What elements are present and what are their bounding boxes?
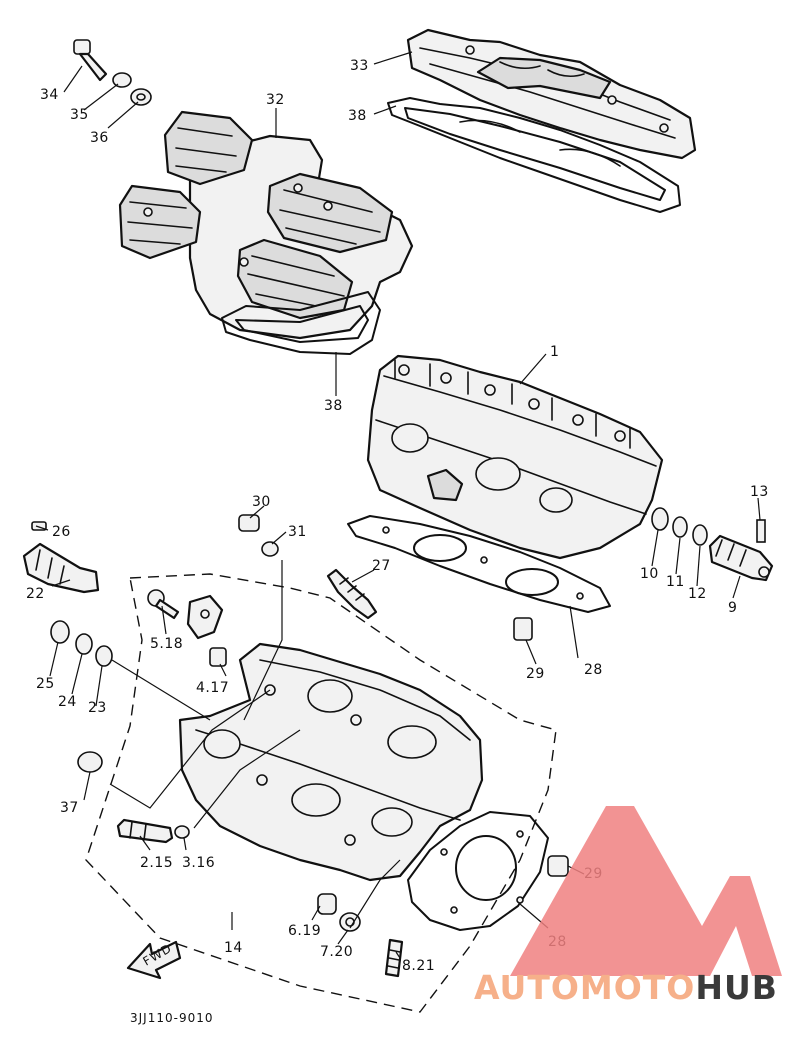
cam-sensor-9 bbox=[708, 534, 774, 582]
label-1: 1 bbox=[550, 344, 559, 360]
label-11: 11 bbox=[666, 574, 685, 590]
cylinder-head-cover-32 bbox=[118, 110, 414, 340]
label-36: 36 bbox=[90, 130, 109, 146]
label-2-15: 2.15 bbox=[140, 855, 173, 871]
label-30: 30 bbox=[252, 494, 271, 510]
label-32: 32 bbox=[266, 92, 285, 108]
cylinder-head-14 bbox=[178, 642, 484, 882]
label-35: 35 bbox=[70, 107, 89, 123]
logo-word-auto-moto: AUTOMOTO bbox=[474, 968, 696, 1007]
label-4-17: 4.17 bbox=[196, 680, 229, 696]
head-gasket-28-upper bbox=[347, 515, 611, 613]
label-9: 9 bbox=[728, 600, 737, 616]
label-33: 33 bbox=[350, 58, 369, 74]
label-8-21: 8.21 bbox=[402, 958, 435, 974]
label-28-upper: 28 bbox=[584, 662, 603, 678]
cap-37 bbox=[77, 751, 103, 773]
forward-arrow-icon: FWD bbox=[126, 940, 182, 980]
valve-guide-2-15 bbox=[116, 818, 174, 844]
plug-6-19 bbox=[317, 893, 337, 915]
gasket-38-upper bbox=[387, 97, 681, 213]
label-38-lower: 38 bbox=[324, 398, 343, 414]
label-5-18: 5.18 bbox=[150, 636, 183, 652]
label-7-20: 7.20 bbox=[320, 944, 353, 960]
label-29-upper: 29 bbox=[526, 666, 545, 682]
dowel-29-upper bbox=[513, 617, 533, 641]
washer-35 bbox=[112, 72, 132, 88]
bolt-5-18 bbox=[147, 589, 180, 620]
bracket-5-18 bbox=[186, 594, 224, 640]
washer-31 bbox=[261, 541, 279, 557]
label-13: 13 bbox=[750, 484, 769, 500]
pin-13 bbox=[756, 519, 766, 543]
label-31: 31 bbox=[288, 524, 307, 540]
label-14: 14 bbox=[224, 940, 243, 956]
bolt-34 bbox=[73, 39, 108, 82]
stud-8-21 bbox=[384, 938, 404, 978]
label-23: 23 bbox=[88, 700, 107, 716]
automotohub-logo bbox=[510, 806, 782, 976]
washer-36 bbox=[130, 88, 152, 106]
logo-wordmark: AUTOMOTOHUB bbox=[474, 968, 778, 1007]
gasket-38-lower bbox=[221, 291, 381, 355]
logo-word-hub: HUB bbox=[695, 968, 778, 1007]
label-38-upper: 38 bbox=[348, 108, 367, 124]
cylinder-head-1 bbox=[366, 354, 664, 560]
cam-sensor-22 bbox=[22, 542, 100, 594]
label-10: 10 bbox=[640, 566, 659, 582]
group-boundary-14 bbox=[85, 573, 557, 1013]
diagram-code: 3JJ110-9010 bbox=[130, 1011, 214, 1025]
head-gasket-28-lower bbox=[407, 811, 549, 931]
triangle-logo-icon bbox=[510, 806, 782, 976]
o-rings-23-25 bbox=[50, 620, 113, 667]
clip-3-16 bbox=[174, 825, 190, 839]
label-6-19: 6.19 bbox=[288, 923, 321, 939]
label-26: 26 bbox=[52, 524, 71, 540]
washer-7-20 bbox=[339, 912, 361, 932]
label-25: 25 bbox=[36, 676, 55, 692]
label-12: 12 bbox=[688, 586, 707, 602]
o-rings-10-12 bbox=[651, 507, 708, 546]
leader-lines bbox=[35, 51, 761, 959]
part-labels: 1 2.15 3.16 4.17 5.18 6.19 7.20 8.21 9 1… bbox=[26, 58, 769, 974]
label-27: 27 bbox=[372, 558, 391, 574]
label-3-16: 3.16 bbox=[182, 855, 215, 871]
dowel-4-17 bbox=[209, 647, 227, 667]
plug-30 bbox=[238, 514, 260, 532]
spark-plug-27 bbox=[326, 568, 378, 620]
label-34: 34 bbox=[40, 87, 59, 103]
label-22: 22 bbox=[26, 586, 45, 602]
label-37: 37 bbox=[60, 800, 79, 816]
label-24: 24 bbox=[58, 694, 77, 710]
cylinder-head-cover-33 bbox=[406, 28, 697, 160]
